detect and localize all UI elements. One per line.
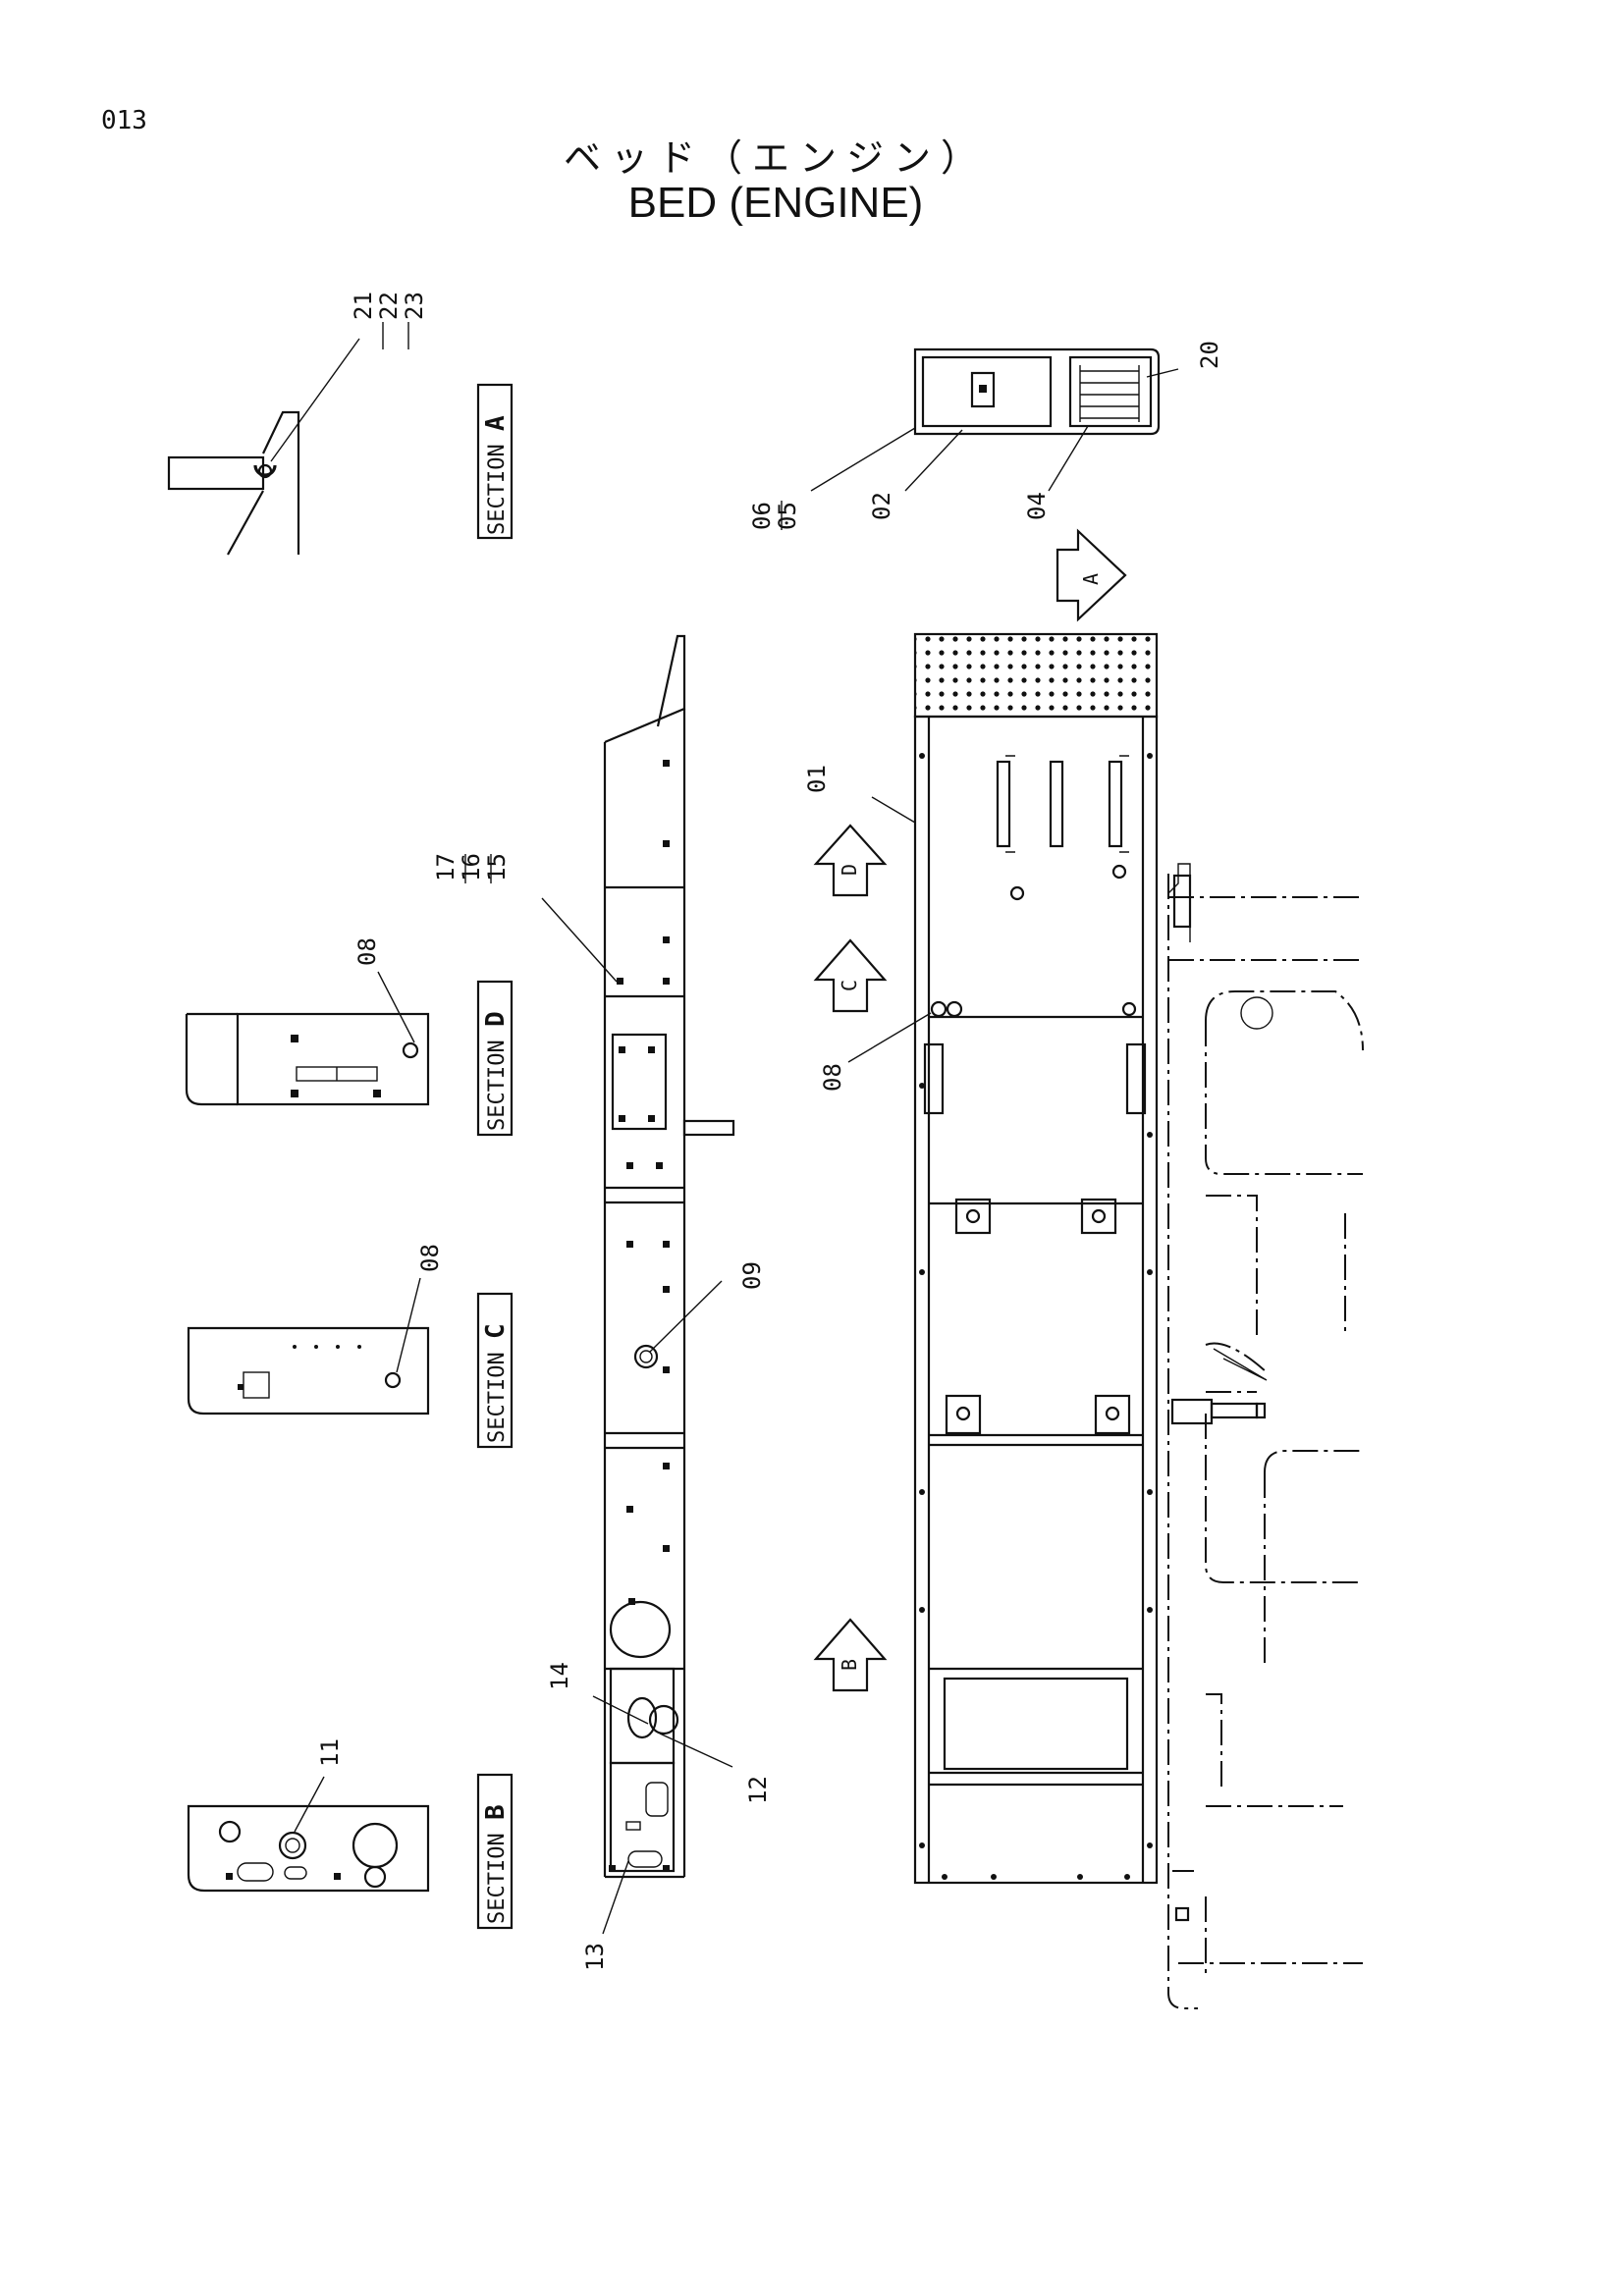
section-d-detail: 08 [185, 937, 430, 1106]
callout-14: 14 [546, 1662, 573, 1690]
svg-text:SECTION C: SECTION C [481, 1323, 511, 1443]
main-bed-frame: 01 08 [803, 632, 1159, 1885]
svg-text:17: 17 [432, 853, 460, 881]
callout-12: 12 [744, 1776, 772, 1804]
section-d-label: SECTION D [476, 980, 514, 1137]
svg-text:D: D [838, 864, 861, 876]
svg-text:A: A [1079, 573, 1103, 585]
svg-text:SECTION D: SECTION D [481, 1011, 511, 1131]
callout-05-06: 06 05 [748, 501, 801, 530]
callout-08-d: 08 [353, 937, 381, 966]
callout-11: 11 [316, 1738, 344, 1767]
svg-text:22: 22 [375, 292, 403, 320]
callout-21-22-23: 21 22 23 [350, 292, 428, 349]
diagram-title-japanese: ベッド（エンジン） [563, 136, 988, 180]
svg-text:16: 16 [458, 853, 485, 881]
view-arrow-c: C [813, 938, 888, 1013]
cover-panel-detail: 06 05 02 04 20 [748, 341, 1223, 530]
section-c-detail: 08 [187, 1244, 444, 1415]
svg-text:21: 21 [350, 292, 377, 320]
callout-08-main: 08 [819, 1063, 846, 1092]
callout-15-16-17: 17 16 15 [432, 853, 511, 883]
page-number: 013 [101, 106, 147, 135]
section-b-label: SECTION B [476, 1773, 514, 1930]
upperstructure-phantom-outline [1167, 863, 1364, 2009]
view-arrow-d: D [813, 824, 888, 897]
diagram-title-english: BED (ENGINE) [627, 179, 924, 227]
section-b-detail: 11 [187, 1738, 430, 1893]
callout-04: 04 [1023, 492, 1051, 520]
section-a-label: SECTION A [476, 383, 514, 540]
section-c-label: SECTION C [476, 1292, 514, 1449]
callout-08-c: 08 [416, 1244, 444, 1272]
svg-text:06: 06 [748, 502, 776, 530]
svg-text:23: 23 [401, 292, 428, 320]
callout-13: 13 [581, 1943, 609, 1971]
callout-01: 01 [803, 765, 831, 793]
svg-text:15: 15 [483, 853, 511, 881]
svg-text:SECTION A: SECTION A [481, 415, 511, 535]
callout-02: 02 [868, 492, 895, 520]
svg-text:05: 05 [774, 502, 801, 530]
side-elevation-frame: 17 16 15 09 14 12 13 [432, 634, 772, 1971]
svg-text:B: B [838, 1659, 861, 1671]
section-a-detail: 21 22 23 [167, 292, 428, 556]
callout-09: 09 [738, 1261, 766, 1290]
svg-text:SECTION B: SECTION B [481, 1804, 511, 1924]
callout-20: 20 [1196, 341, 1223, 369]
view-arrow-a: A [1056, 528, 1127, 622]
svg-text:C: C [838, 980, 861, 991]
view-arrow-b: B [813, 1618, 888, 1692]
